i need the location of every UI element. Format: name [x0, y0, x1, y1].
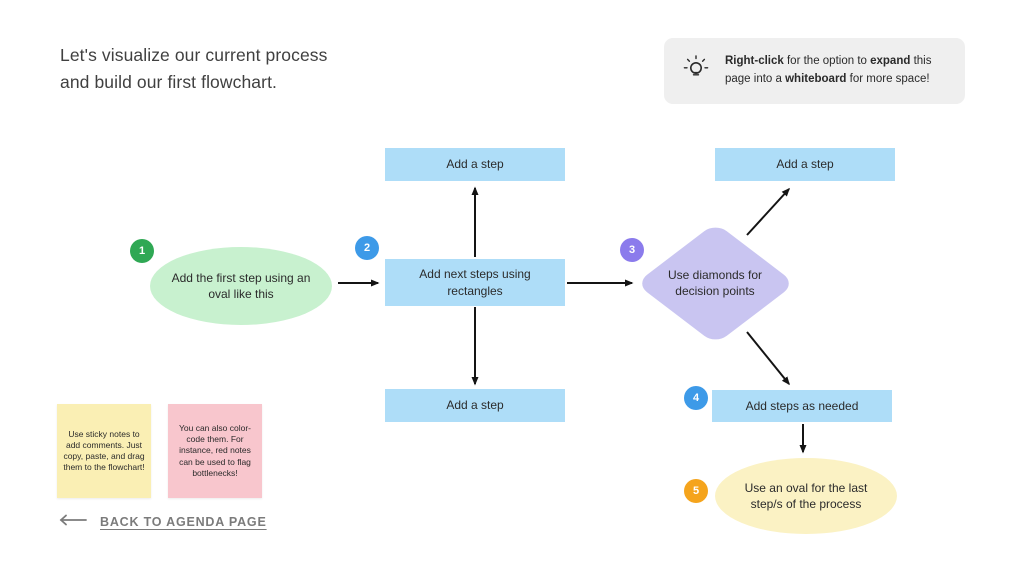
tip-seg-bold: expand: [870, 55, 911, 68]
page-title-line2: and build our first flowchart.: [60, 72, 277, 93]
step-badge-2[interactable]: 2: [355, 236, 379, 260]
step-badge-2-number: 2: [363, 242, 371, 254]
back-to-agenda-link[interactable]: BACK TO AGENDA PAGE: [58, 513, 267, 531]
node-start-oval-label: Add the first step using an oval like th…: [171, 270, 311, 301]
node-topright-step-label: Add a step: [776, 157, 834, 172]
step-badge-4-number: 4: [692, 392, 700, 404]
node-bottom-step[interactable]: Add a step: [385, 389, 565, 422]
step-badge-1-number: 1: [138, 245, 146, 257]
node-decision-diamond[interactable]: Use diamonds for decision points: [635, 222, 795, 344]
tip-seg: this page into a: [725, 55, 932, 85]
node-bottom-step-label: Add a step: [446, 398, 504, 413]
sticky-note-yellow-text: Use sticky notes to add comments. Just c…: [63, 428, 145, 473]
step-badge-5[interactable]: 5: [684, 479, 708, 503]
edge-diamond-to-asneeded: [746, 331, 790, 386]
tip-text: Right-click for the option to expand thi…: [725, 53, 949, 89]
step-badge-5-number: 5: [692, 485, 700, 497]
node-steps-as-needed[interactable]: Add steps as needed: [712, 390, 892, 422]
step-badge-3[interactable]: 3: [620, 238, 644, 262]
sticky-note-yellow[interactable]: Use sticky notes to add comments. Just c…: [57, 404, 151, 498]
sticky-note-pink[interactable]: You can also color-code them. For instan…: [168, 404, 262, 498]
step-badge-1[interactable]: 1: [130, 239, 154, 263]
node-main-rect[interactable]: Add next steps using rectangles: [385, 259, 565, 306]
node-main-rect-label: Add next steps using rectangles: [419, 267, 531, 298]
step-badge-3-number: 3: [628, 244, 636, 256]
lightbulb-icon: [682, 54, 710, 89]
tip-seg-bold: Right-click: [725, 55, 784, 68]
back-to-agenda-label: BACK TO AGENDA PAGE: [100, 515, 267, 529]
edge-diamond-to-topstep: [746, 187, 791, 236]
step-badge-4[interactable]: 4: [684, 386, 708, 410]
sticky-note-pink-text: You can also color-code them. For instan…: [179, 423, 251, 478]
tip-seg: for the option to: [783, 55, 871, 68]
node-start-oval[interactable]: Add the first step using an oval like th…: [150, 247, 332, 325]
tip-seg: for more space!: [846, 73, 930, 85]
node-topright-step[interactable]: Add a step: [715, 148, 895, 181]
node-end-oval-label: Use an oval for the last step/s of the p…: [744, 480, 868, 511]
node-top-step[interactable]: Add a step: [385, 148, 565, 181]
page-title: Let's visualize our current process and …: [60, 42, 328, 96]
tip-seg-bold: whiteboard: [785, 73, 847, 85]
node-decision-diamond-label: Use diamonds for decision points: [667, 267, 763, 298]
node-steps-as-needed-label: Add steps as needed: [745, 398, 859, 413]
node-top-step-label: Add a step: [446, 157, 504, 172]
page-title-line1: Let's visualize our current process: [60, 45, 328, 65]
tip-callout: Right-click for the option to expand thi…: [664, 38, 965, 104]
left-arrow-icon: [58, 513, 88, 531]
node-end-oval[interactable]: Use an oval for the last step/s of the p…: [715, 458, 897, 534]
